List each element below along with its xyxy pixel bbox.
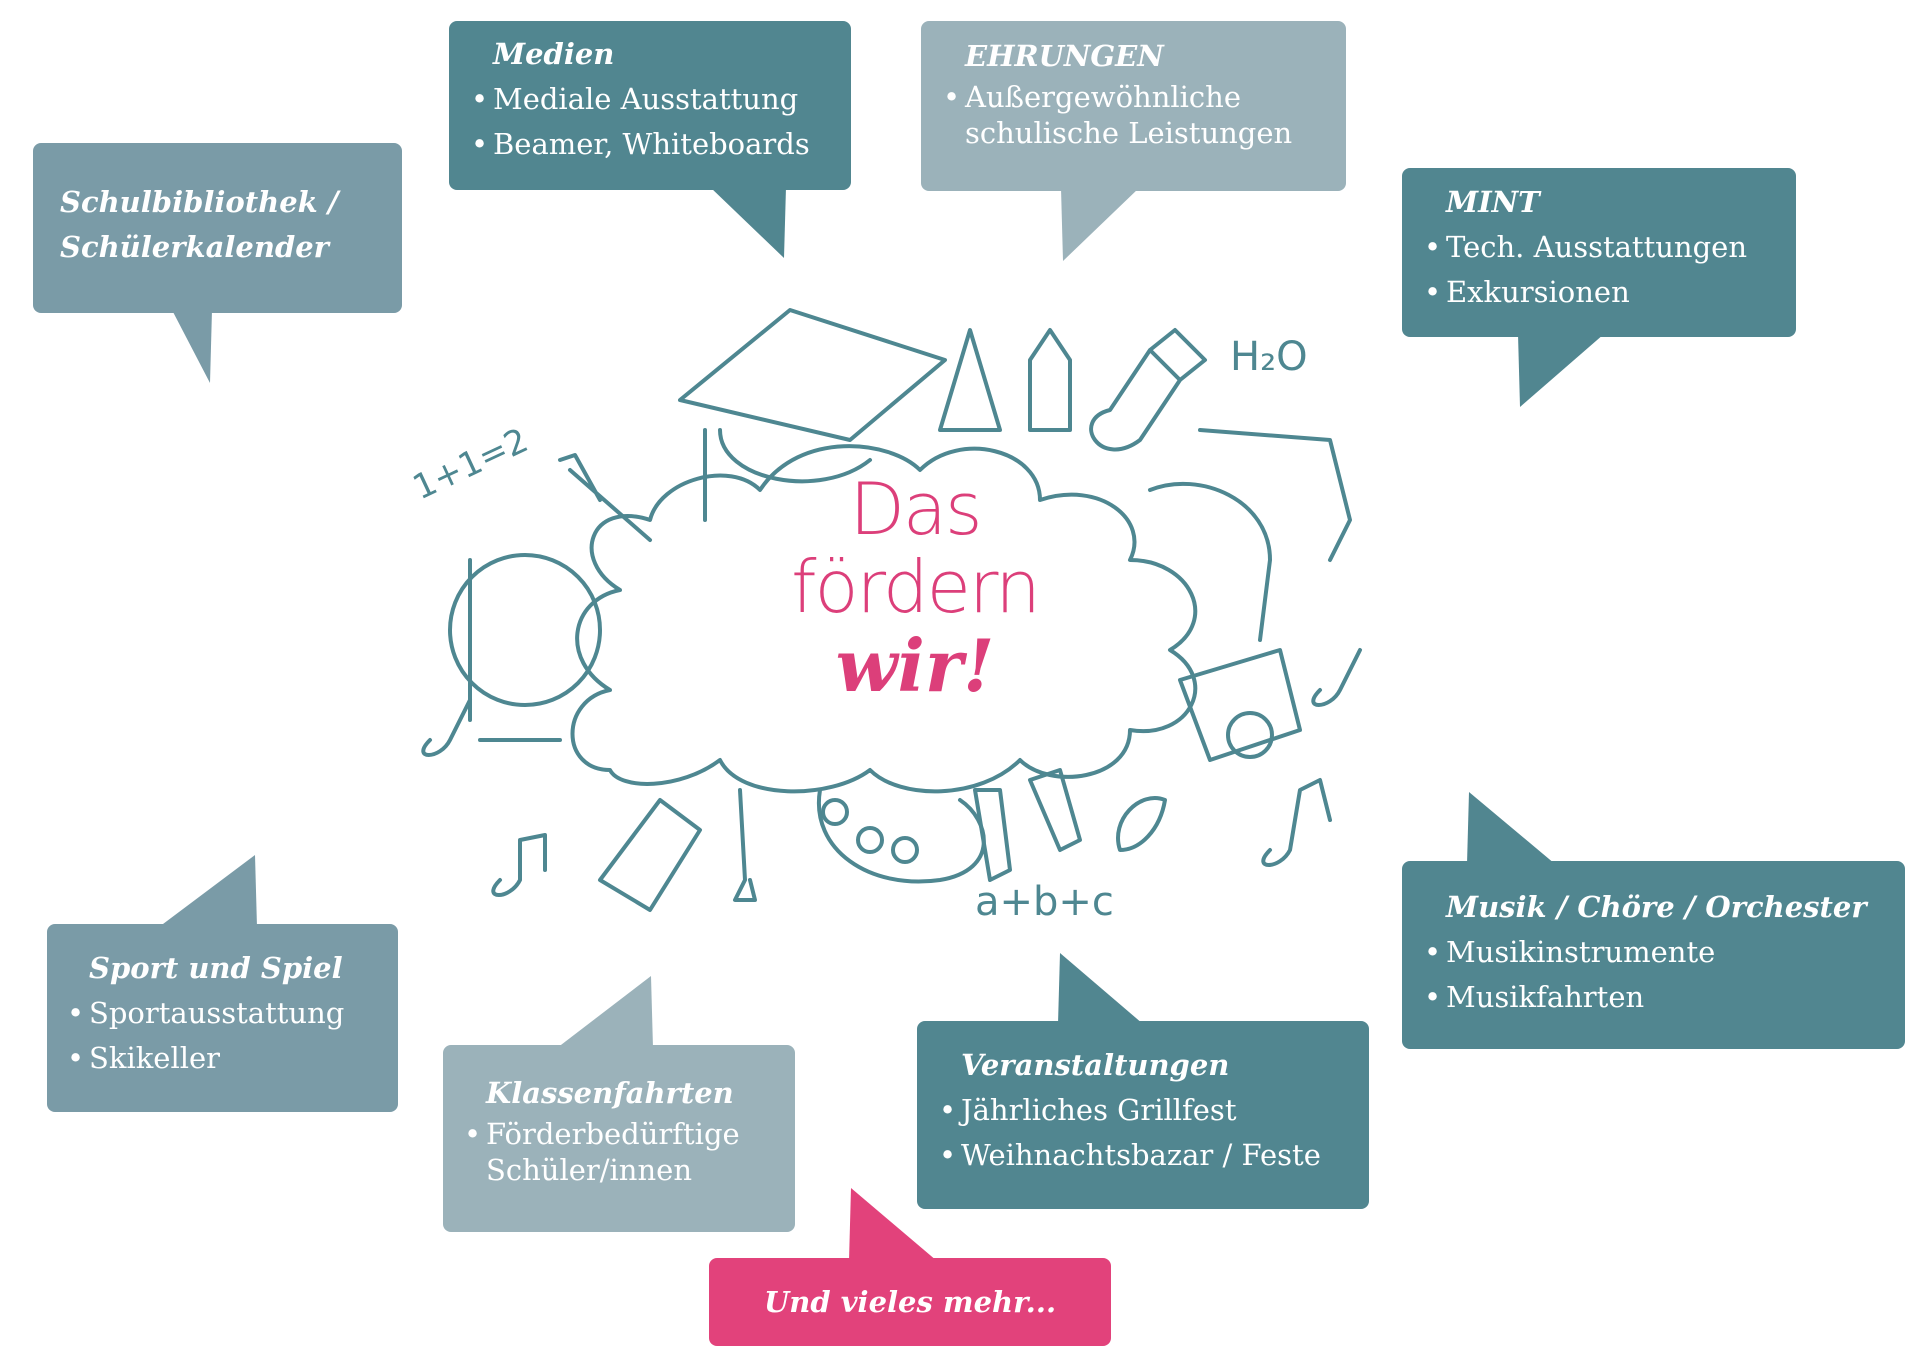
ruler-icon xyxy=(938,328,1002,432)
leaf-icon xyxy=(1116,796,1167,852)
bubble-medien: Medien •Mediale Ausstattung •Beamer, Whi… xyxy=(471,32,810,167)
doodle-equation-2: H₂O xyxy=(1230,334,1308,380)
bubble-title: Und vieles mehr... xyxy=(763,1285,1057,1319)
marker-icon xyxy=(973,768,1082,882)
bubble-item: •Musikinstrumente xyxy=(1424,935,1716,969)
bubble-shape-sport xyxy=(47,855,398,1112)
bubble-title: Medien xyxy=(493,37,615,71)
bubble-shape-mehr xyxy=(709,1188,1111,1346)
bubble-title: Schülerkalender xyxy=(60,230,329,264)
bubble-item: •Mediale Ausstattung xyxy=(471,82,799,116)
bubble-item: •Skikeller xyxy=(67,1041,221,1075)
bubble-item: •Tech. Ausstattungen xyxy=(1424,230,1748,264)
bubble-item: •Außergewöhnliche xyxy=(943,80,1242,114)
bubble-shape-ehrungen xyxy=(921,21,1346,261)
bubble-item: •Weihnachtsbazar / Feste xyxy=(939,1138,1321,1172)
bubble-veranstaltungen: Veranstaltungen •Jährliches Grillfest •W… xyxy=(939,1043,1321,1178)
center-title: Das fördern wir! xyxy=(700,470,1130,706)
bubble-ehrungen: EHRUNGEN •Außergewöhnliche schulische Le… xyxy=(943,34,1292,151)
bubble-item: Schüler/innen xyxy=(486,1153,693,1187)
certificate-icon xyxy=(1178,648,1302,762)
bubble-title: Klassenfahrten xyxy=(486,1076,734,1110)
doodle-equation-3: a+b+c xyxy=(975,879,1114,925)
school-doodle-illustration xyxy=(421,308,1362,912)
bubble-shape-mint xyxy=(1402,168,1796,407)
bubble-sport: Sport und Spiel •Sportausstattung •Skike… xyxy=(67,946,344,1081)
bubble-title: MINT xyxy=(1446,185,1540,219)
bubble-klassenfahrten: Klassenfahrten •Förderbedürftige Schüler… xyxy=(464,1071,740,1188)
title-line-1: Das xyxy=(849,467,982,551)
bubble-item: •Sportausstattung xyxy=(67,996,345,1030)
bubble-mint: MINT •Tech. Ausstattungen •Exkursionen xyxy=(1424,180,1747,315)
cloud-outline xyxy=(570,444,1198,794)
paint-tube-icon xyxy=(598,798,702,912)
bubble-title: EHRUNGEN xyxy=(965,39,1164,73)
bubble-item: •Förderbedürftige xyxy=(464,1117,740,1151)
bubble-item: •Musikfahrten xyxy=(1424,980,1645,1014)
books-icon xyxy=(1148,428,1352,642)
bubble-item: schulische Leistungen xyxy=(965,116,1293,150)
bubble-title: Veranstaltungen xyxy=(961,1048,1230,1082)
doodle-equation-1: 1+1=2 xyxy=(407,420,534,508)
bubble-mehr: Und vieles mehr... xyxy=(709,1280,1111,1325)
title-line-2: fördern xyxy=(791,545,1041,629)
bubble-shape-musik xyxy=(1402,792,1905,1049)
bubble-item: •Beamer, Whiteboards xyxy=(471,127,810,161)
bubble-title: Musik / Chöre / Orchester xyxy=(1446,890,1867,924)
bubble-item: •Jährliches Grillfest xyxy=(939,1093,1237,1127)
medal-icon xyxy=(1226,711,1274,759)
crayon-icon xyxy=(558,453,652,542)
flask-icon xyxy=(1089,328,1207,452)
bubble-item: •Exkursionen xyxy=(1424,275,1630,309)
bubble-shape-veranstaltungen xyxy=(917,953,1369,1209)
music-note-icon xyxy=(421,648,1362,897)
pencil-icon xyxy=(1028,328,1072,432)
bubble-shape-medien xyxy=(449,21,851,258)
bubble-schulbibliothek: Schulbibliothek / Schülerkalender xyxy=(60,180,338,270)
brush-icon xyxy=(733,788,757,902)
globe-icon xyxy=(448,553,602,707)
bubble-shape-klassenfahrten xyxy=(443,976,795,1232)
bubble-title: Schulbibliothek / xyxy=(60,185,339,219)
bubble-title: Sport und Spiel xyxy=(89,951,343,985)
bubble-musik: Musik / Chöre / Orchester •Musikinstrume… xyxy=(1424,885,1867,1020)
graduation-cap-icon xyxy=(678,308,947,522)
title-line-3: wir! xyxy=(835,623,995,708)
bubble-shape-schulbibliothek xyxy=(33,143,402,383)
